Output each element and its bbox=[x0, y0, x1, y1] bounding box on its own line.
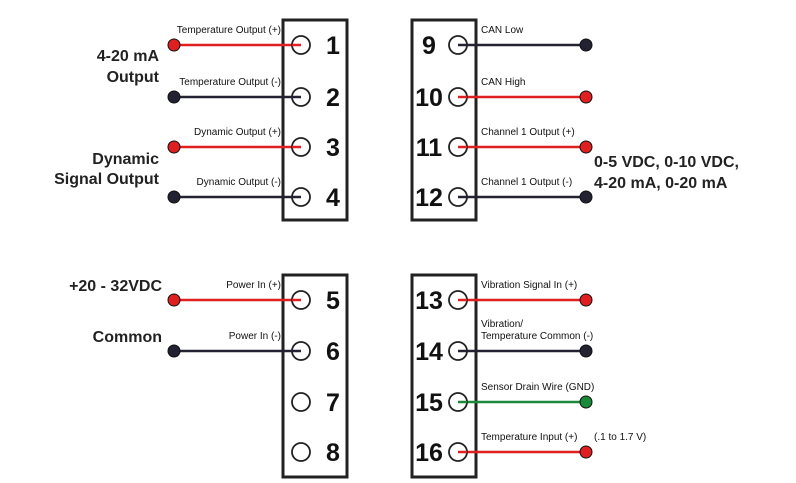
group-label-common: Common bbox=[93, 329, 162, 346]
terminal-16-label: Temperature Input (+) bbox=[481, 432, 577, 443]
terminal-11-wire-end-dot bbox=[579, 140, 593, 154]
terminal-5-number: 5 bbox=[326, 287, 340, 315]
terminal-12-wire-end-dot bbox=[579, 190, 593, 204]
terminal-5-wire-end-dot bbox=[167, 293, 181, 307]
group-label-4-20-line2: Output bbox=[107, 69, 160, 86]
terminal-13-number: 13 bbox=[415, 287, 443, 315]
terminal-4-wire-end-dot bbox=[167, 190, 181, 204]
terminal-13-label: Vibration Signal In (+) bbox=[481, 280, 577, 291]
terminal-12-number: 12 bbox=[415, 184, 443, 212]
terminal-6-wire-end-dot bbox=[167, 344, 181, 358]
terminal-15-number: 15 bbox=[415, 389, 443, 417]
terminal-9-number: 9 bbox=[422, 32, 436, 60]
terminal-3-label: Dynamic Output (+) bbox=[194, 127, 281, 138]
terminal-14-number: 14 bbox=[415, 338, 443, 366]
terminal-1-label: Temperature Output (+) bbox=[177, 25, 281, 36]
terminal-block-9-12 bbox=[410, 18, 478, 222]
terminal-2-number: 2 bbox=[326, 84, 340, 112]
terminal-12-label: Channel 1 Output (-) bbox=[481, 177, 572, 188]
terminal-3-number: 3 bbox=[326, 134, 340, 162]
terminal-7-screw-hole bbox=[291, 392, 311, 412]
terminal-16-number: 16 bbox=[415, 439, 443, 467]
terminal-9-wire-end-dot bbox=[579, 38, 593, 52]
group-label-dynamic-line1: Dynamic bbox=[92, 151, 159, 168]
terminal-connections: 1 Temperature Output (+) 2 Temperature Outp… bbox=[167, 25, 646, 467]
terminal-10-label: CAN High bbox=[481, 77, 525, 88]
terminal-block-1-4 bbox=[281, 18, 349, 222]
terminal-14-label-line2: Temperature Common (-) bbox=[481, 331, 593, 342]
terminal-6-number: 6 bbox=[326, 338, 340, 366]
terminal-8-screw-hole bbox=[291, 442, 311, 462]
terminal-6-label: Power In (-) bbox=[229, 331, 281, 342]
terminal-11-number: 11 bbox=[416, 134, 443, 162]
terminal-4-number: 4 bbox=[326, 184, 340, 212]
terminal-4-label: Dynamic Output (-) bbox=[197, 177, 281, 188]
terminal-5-label: Power In (+) bbox=[226, 280, 281, 291]
terminal-15-wire-end-dot bbox=[579, 395, 593, 409]
group-label-channel-range-line2: 4-20 mA, 0-20 mA bbox=[594, 175, 728, 192]
terminal-block-5-8 bbox=[281, 273, 349, 479]
terminal-16-note: (.1 to 1.7 V) bbox=[594, 432, 646, 443]
group-label-dynamic-line2: Signal Output bbox=[54, 171, 160, 188]
group-label-channel-range-line1: 0-5 VDC, 0-10 VDC, bbox=[594, 154, 739, 171]
group-label-4-20-line1: 4-20 mA bbox=[97, 48, 160, 65]
terminal-block-13-16 bbox=[410, 273, 478, 479]
terminal-13-wire-end-dot bbox=[579, 293, 593, 307]
terminal-2-label: Temperature Output (-) bbox=[179, 77, 281, 88]
terminal-14-wire-end-dot bbox=[579, 344, 593, 358]
terminal-2-wire-end-dot bbox=[167, 90, 181, 104]
terminal-1-number: 1 bbox=[326, 32, 340, 60]
terminal-9-label: CAN Low bbox=[481, 25, 524, 36]
terminal-15-label: Sensor Drain Wire (GND) bbox=[481, 382, 594, 393]
terminal-3-wire-end-dot bbox=[167, 140, 181, 154]
terminal-10-wire-end-dot bbox=[579, 90, 593, 104]
terminal-7-number: 7 bbox=[326, 389, 340, 417]
terminal-10-number: 10 bbox=[415, 84, 443, 112]
group-label-power: +20 - 32VDC bbox=[69, 278, 162, 295]
terminal-8-number: 8 bbox=[326, 439, 340, 467]
terminal-16-wire-end-dot bbox=[579, 445, 593, 459]
terminal-1-wire-end-dot bbox=[167, 38, 181, 52]
terminal-14-label-line1: Vibration/ bbox=[481, 319, 523, 330]
terminal-11-label: Channel 1 Output (+) bbox=[481, 127, 575, 138]
